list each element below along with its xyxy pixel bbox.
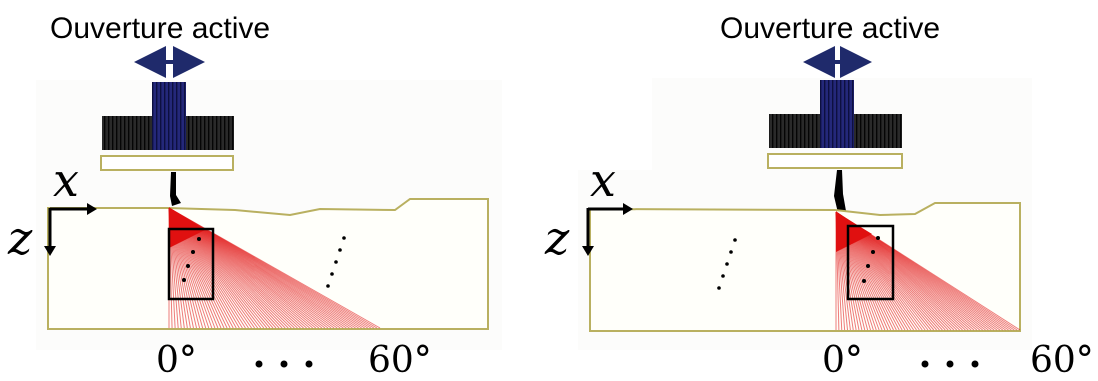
ellipsis-dots <box>921 360 979 368</box>
panel-title: Ouverture active <box>720 12 940 45</box>
angle-start-label: 0° <box>822 340 863 381</box>
panel-right: Ouverture active <box>544 12 1094 381</box>
inactive-elements-right-group <box>186 116 234 150</box>
transducer-array <box>769 80 902 148</box>
defect-points <box>862 236 880 283</box>
axis-label-z: z <box>7 211 33 265</box>
ellipsis-dots <box>255 360 313 368</box>
angle-start-label: 0° <box>156 340 197 381</box>
wedge <box>100 155 234 171</box>
beam-fan <box>835 211 1021 331</box>
region-of-interest-box <box>167 227 215 301</box>
panel-title: Ouverture active <box>50 12 270 45</box>
inactive-elements-right-group <box>854 114 902 148</box>
axis-arrow-icon <box>44 203 97 256</box>
angle-end-label: 60° <box>368 340 432 381</box>
axis-label-x: x <box>590 153 616 207</box>
continuation-dots <box>326 236 346 288</box>
active-elements <box>152 82 186 150</box>
region-of-interest-box <box>846 224 895 301</box>
incident-beam <box>834 170 846 213</box>
angle-end-label: 60° <box>1030 340 1094 381</box>
wedge <box>767 153 903 169</box>
defect-points <box>182 237 201 282</box>
axis-label-x: x <box>53 153 79 207</box>
axis-label-z: z <box>544 211 570 265</box>
transducer-array <box>102 82 234 150</box>
active-elements <box>820 80 854 148</box>
inactive-elements-left-group <box>102 116 154 150</box>
panel-left: Ouverture active <box>7 12 502 381</box>
axis-arrow-icon <box>582 203 633 256</box>
incident-beam <box>170 172 181 206</box>
beam-origin-highlight <box>836 212 872 252</box>
inactive-elements-left-group <box>769 114 821 148</box>
continuation-dots <box>717 238 737 290</box>
